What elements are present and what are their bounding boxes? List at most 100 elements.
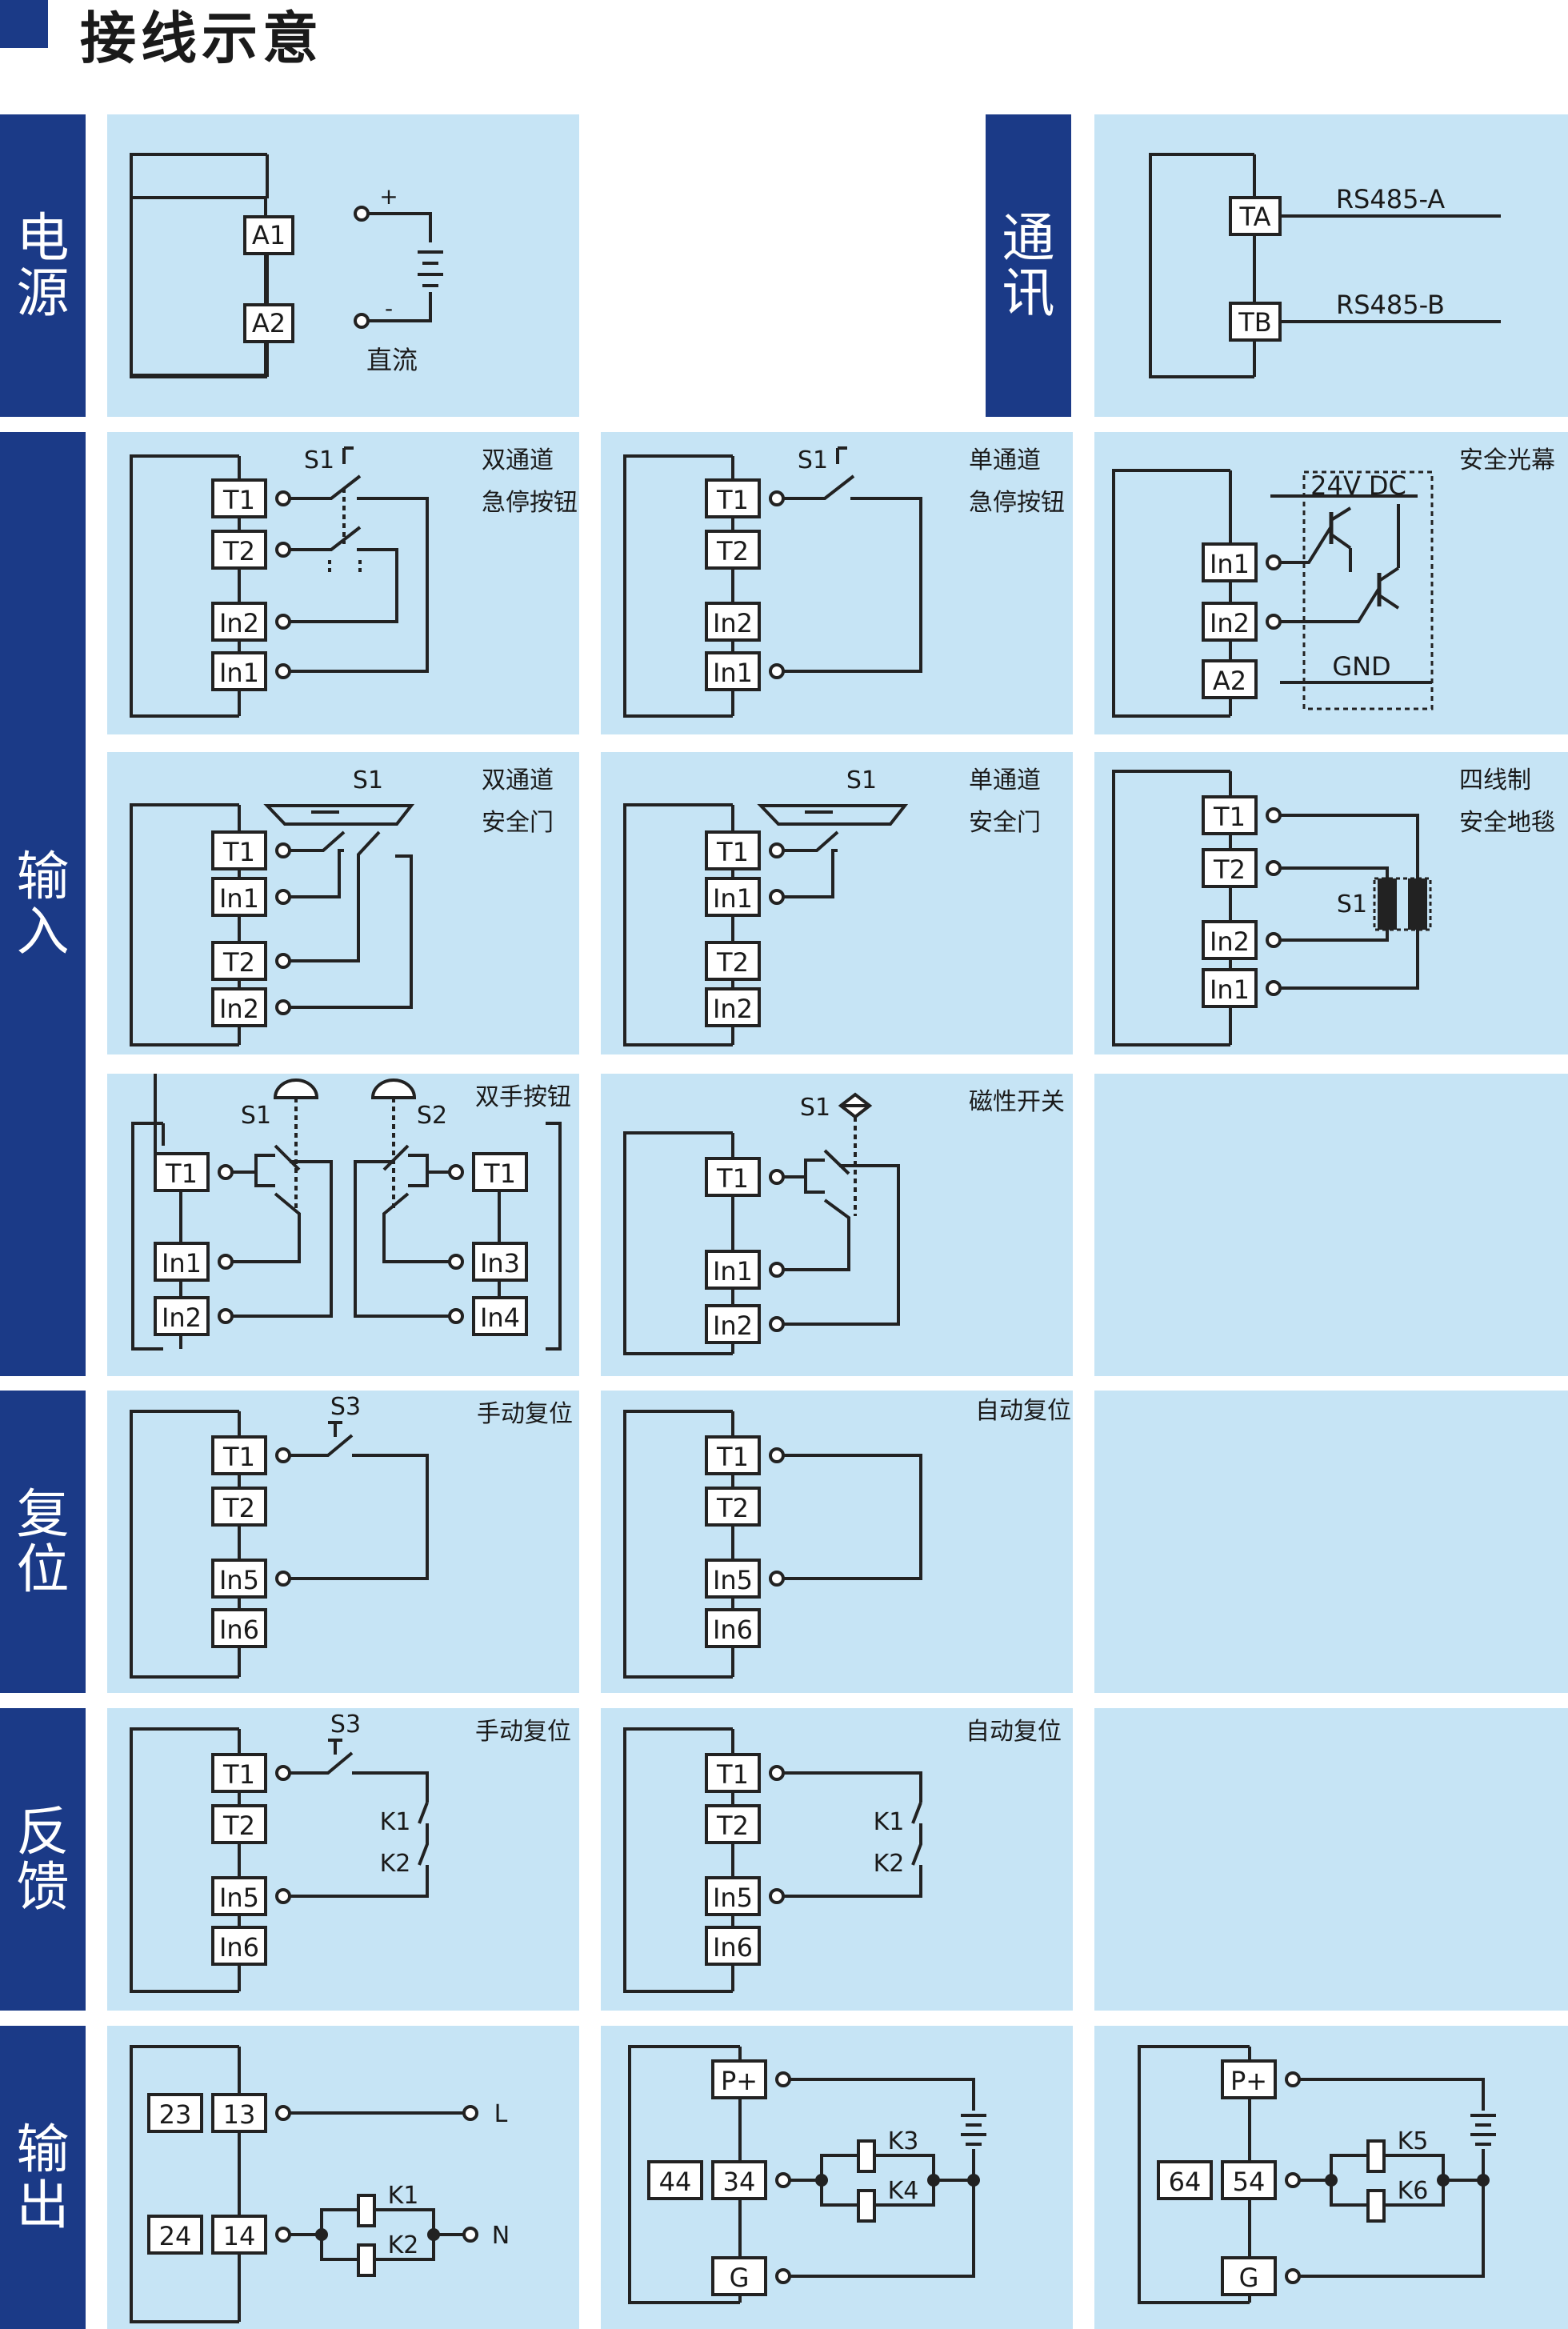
svg-text:In1: In1 bbox=[1210, 974, 1250, 1005]
two-hand-labels: S1 S2 T1 In1 In2 T1 In3 In4 bbox=[162, 1102, 520, 1333]
output-pnp34-diagram bbox=[628, 2045, 986, 2304]
svg-text:In6: In6 bbox=[219, 1615, 259, 1645]
header-marker bbox=[0, 0, 48, 48]
panel-light-curtain: 安全光幕 24V DC GND In1 In2 A2 bbox=[1094, 432, 1568, 734]
panel-dual-door: 双通道 安全门 S1 T1 In1 T2 In2 bbox=[107, 752, 579, 1054]
svg-text:GND: GND bbox=[1332, 651, 1390, 682]
svg-text:In1: In1 bbox=[162, 1248, 202, 1279]
panel-reset-manual: 手动复位 S3 T1 T2 In5 In6 bbox=[107, 1391, 579, 1693]
svg-text:In6: In6 bbox=[713, 1615, 753, 1645]
single-door-title-2: 安全门 bbox=[969, 808, 1041, 837]
dual-estop-title-2: 急停按钮 bbox=[482, 488, 578, 517]
panel-output-pnp54: P+ 64 54 G K5 K6 bbox=[1094, 2026, 1568, 2329]
svg-text:K4: K4 bbox=[888, 2177, 919, 2205]
single-door-labels: S1 T1 In1 T2 In2 bbox=[713, 766, 877, 1024]
svg-text:K1: K1 bbox=[388, 2182, 419, 2210]
svg-text:S1: S1 bbox=[798, 446, 828, 474]
svg-text:T2: T2 bbox=[716, 947, 749, 978]
svg-text:24: 24 bbox=[159, 2221, 192, 2251]
panel-two-hand: 双手按钮 S1 S2 T1 In1 In2 T1 In3 In4 bbox=[107, 1074, 579, 1376]
output-pnp54-labels: P+ 64 54 G K5 K6 bbox=[1169, 2066, 1429, 2293]
panel-reset-empty bbox=[1094, 1391, 1568, 1693]
magnetic-title: 磁性开关 bbox=[969, 1088, 1065, 1116]
reset-manual-diagram bbox=[130, 1410, 429, 1679]
svg-text:T2: T2 bbox=[716, 536, 749, 566]
panel-single-door: 单通道 安全门 S1 T1 In1 T2 In2 bbox=[601, 752, 1073, 1054]
terminal-a2-label: A2 bbox=[252, 308, 286, 338]
dual-door-title-1: 双通道 bbox=[482, 766, 554, 794]
dc-label: 直流 bbox=[366, 345, 418, 375]
svg-text:S1: S1 bbox=[241, 1102, 271, 1130]
output-pnp54-diagram bbox=[1138, 2045, 1496, 2304]
svg-text:In1: In1 bbox=[713, 658, 753, 688]
svg-text:K5: K5 bbox=[1398, 2127, 1429, 2155]
panel-reset-auto: 自动复位 T1 T2 In5 In6 bbox=[601, 1391, 1073, 1693]
svg-text:In2: In2 bbox=[219, 994, 259, 1024]
light-curtain-labels: 24V DC GND In1 In2 A2 bbox=[1210, 470, 1406, 696]
svg-text:T2: T2 bbox=[222, 1493, 255, 1523]
svg-text:S1: S1 bbox=[846, 766, 877, 794]
single-estop-title-1: 单通道 bbox=[969, 446, 1041, 474]
section-label-feedback: 反馈 bbox=[0, 1708, 86, 2011]
svg-text:44: 44 bbox=[659, 2167, 692, 2197]
svg-text:S1: S1 bbox=[304, 446, 334, 474]
svg-text:In2: In2 bbox=[713, 994, 753, 1024]
svg-text:In2: In2 bbox=[713, 1311, 753, 1341]
svg-text:14: 14 bbox=[223, 2221, 256, 2251]
svg-text:T1: T1 bbox=[222, 837, 255, 867]
svg-text:13: 13 bbox=[223, 2099, 256, 2130]
plus-sign: + bbox=[379, 183, 398, 210]
svg-text:G: G bbox=[1239, 2263, 1259, 2293]
svg-text:T2: T2 bbox=[222, 536, 255, 566]
comm-labels: TA TB RS485-A RS485-B bbox=[1238, 184, 1445, 338]
svg-text:In5: In5 bbox=[219, 1883, 259, 1913]
panel-input-empty bbox=[1094, 1074, 1568, 1376]
dual-door-title-2: 安全门 bbox=[482, 808, 554, 837]
section-label-comm: 通讯 bbox=[986, 114, 1071, 417]
svg-text:54: 54 bbox=[1233, 2167, 1266, 2197]
reset-manual-title: 手动复位 bbox=[477, 1400, 573, 1428]
reset-auto-labels: T1 T2 In5 In6 bbox=[713, 1442, 753, 1645]
panel-power: A1 A2 + - 直流 bbox=[107, 114, 579, 417]
panel-output-pnp34: P+ 44 34 G K3 K4 bbox=[601, 2026, 1073, 2329]
svg-text:In1: In1 bbox=[713, 883, 753, 914]
svg-text:T2: T2 bbox=[716, 1811, 749, 1841]
single-door-title-1: 单通道 bbox=[969, 766, 1041, 794]
feedback-manual-title: 手动复位 bbox=[475, 1718, 571, 1746]
page-title: 接线示意 bbox=[80, 6, 323, 71]
dual-door-labels: S1 T1 In1 T2 In2 bbox=[219, 766, 383, 1024]
section-label-power: 电源 bbox=[0, 114, 86, 417]
panel-comm: TA TB RS485-A RS485-B bbox=[1094, 114, 1568, 417]
svg-text:P+: P+ bbox=[721, 2066, 758, 2096]
single-door-diagram bbox=[623, 803, 909, 1046]
svg-text:T1: T1 bbox=[716, 485, 749, 515]
rs485a-label: RS485-A bbox=[1336, 184, 1445, 214]
svg-text:In2: In2 bbox=[1210, 608, 1250, 638]
svg-text:24V DC: 24V DC bbox=[1310, 470, 1406, 501]
svg-text:K2: K2 bbox=[380, 1850, 411, 1878]
svg-text:T1: T1 bbox=[716, 1442, 749, 1472]
svg-text:34: 34 bbox=[723, 2167, 756, 2197]
svg-text:T1: T1 bbox=[483, 1158, 516, 1189]
terminal-tb-label: TB bbox=[1238, 307, 1272, 338]
svg-text:In3: In3 bbox=[480, 1248, 520, 1279]
output-relay-diagram bbox=[130, 2045, 478, 2323]
feedback-auto-title: 自动复位 bbox=[966, 1718, 1062, 1746]
power-circuit bbox=[130, 196, 266, 377]
svg-text:In2: In2 bbox=[162, 1303, 202, 1333]
reset-manual-labels: S3 T1 T2 In5 In6 bbox=[219, 1393, 361, 1645]
svg-text:In1: In1 bbox=[713, 1256, 753, 1287]
svg-text:T1: T1 bbox=[1213, 802, 1246, 832]
panel-feedback-manual: 手动复位 S3 T1 T2 In5 In6 K1 K2 bbox=[107, 1708, 579, 2011]
two-hand-wiring bbox=[154, 1123, 157, 1154]
dual-door-diagram bbox=[130, 803, 415, 1046]
terminal-a1-label: A1 bbox=[252, 220, 286, 250]
svg-text:K1: K1 bbox=[380, 1808, 411, 1836]
light-curtain-diagram bbox=[1112, 469, 1434, 718]
svg-text:S1: S1 bbox=[1337, 890, 1367, 918]
svg-text:T1: T1 bbox=[222, 1759, 255, 1790]
svg-text:In4: In4 bbox=[480, 1303, 520, 1333]
svg-text:In1: In1 bbox=[219, 658, 259, 688]
svg-text:K3: K3 bbox=[888, 2127, 919, 2155]
svg-text:T1: T1 bbox=[716, 1759, 749, 1790]
